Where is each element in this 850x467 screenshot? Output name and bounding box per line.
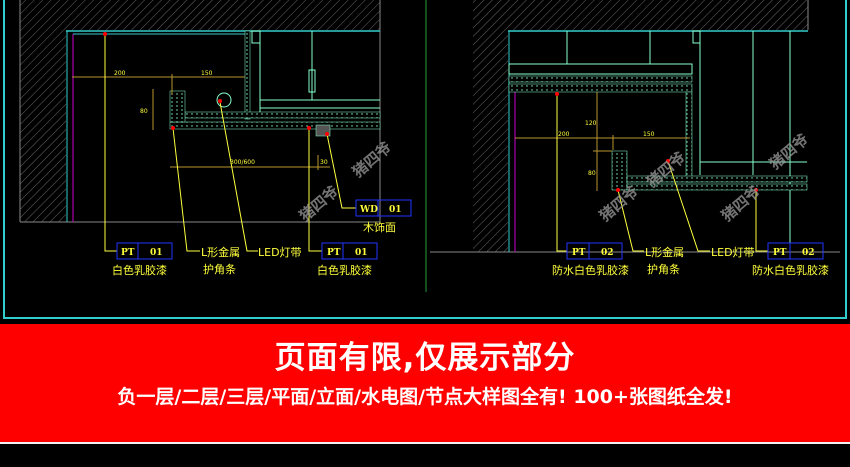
material-tag-pt02: PT 02 防水白色乳胶漆 xyxy=(552,242,629,277)
svg-text:01: 01 xyxy=(389,205,402,215)
note-label: 护角条 xyxy=(203,262,236,276)
wall-hatch xyxy=(473,30,508,252)
svg-text:防水白色乳胶漆: 防水白色乳胶漆 xyxy=(552,263,629,277)
watermark: 猪四爷 xyxy=(348,138,396,182)
promo-banner: 页面有限,仅展示部分 负一层/二层/三层/平面/立面/水电图/节点大样图全有! … xyxy=(0,324,850,444)
note-label: 护角条 xyxy=(647,262,680,276)
dim-label: 200 xyxy=(558,131,570,138)
dim-label: 120 xyxy=(585,120,597,127)
svg-text:白色乳胶漆: 白色乳胶漆 xyxy=(317,263,372,277)
wall-hatch xyxy=(20,30,66,222)
svg-text:PT: PT xyxy=(773,248,787,258)
svg-text:02: 02 xyxy=(802,248,815,258)
material-tag-pt02-b: PT 02 防水白色乳胶漆 xyxy=(752,242,829,277)
dim-label: 30 xyxy=(320,159,328,166)
detail-left: 200 150 80 300/600 30 PT 01 白色乳胶漆 PT 01 白色… xyxy=(19,0,412,277)
svg-text:白色乳胶漆: 白色乳胶漆 xyxy=(112,263,167,277)
slab-hatch xyxy=(473,0,808,30)
svg-text:PT: PT xyxy=(327,248,341,258)
dim-label: 150 xyxy=(201,70,213,77)
svg-text:01: 01 xyxy=(150,248,163,258)
note-label: L形金属 xyxy=(201,245,240,259)
dim-label: 300/600 xyxy=(230,159,255,166)
svg-text:PT: PT xyxy=(572,248,586,258)
svg-text:PT: PT xyxy=(121,248,135,258)
svg-text:02: 02 xyxy=(601,248,614,258)
material-tag-pt01-b: PT 01 白色乳胶漆 xyxy=(317,242,378,277)
svg-text:01: 01 xyxy=(355,248,368,258)
dim-label: 200 xyxy=(114,70,126,77)
note-label: LED灯带 xyxy=(711,246,755,259)
svg-text:WD: WD xyxy=(359,205,378,215)
banner-subtitle: 负一层/二层/三层/平面/立面/水电图/节点大样图全有! 100+张图纸全发! xyxy=(117,386,733,408)
slab-hatch xyxy=(20,0,380,30)
cad-drawing-area: 200 150 80 300/600 30 PT 01 白色乳胶漆 PT 01 白色… xyxy=(3,0,847,319)
dim-label: 150 xyxy=(643,131,655,138)
svg-text:防水白色乳胶漆: 防水白色乳胶漆 xyxy=(752,263,829,277)
detail-right: 200 150 120 80 PT 02 防水白色乳胶漆 PT 02 防水白色乳胶漆… xyxy=(430,0,840,277)
dim-label: 80 xyxy=(588,170,596,177)
drawing-frame xyxy=(3,0,847,319)
svg-text:木饰面: 木饰面 xyxy=(363,220,396,234)
banner-title: 页面有限,仅展示部分 xyxy=(274,340,576,376)
dim-label: 80 xyxy=(140,108,148,115)
watermark: 猪四爷 xyxy=(295,182,343,226)
material-tag-pt01: PT 01 白色乳胶漆 xyxy=(112,242,173,277)
note-label: LED灯带 xyxy=(258,246,302,259)
material-tag-wd01: WD 01 木饰面 xyxy=(355,199,412,234)
watermark: 猪四爷 xyxy=(765,130,813,174)
note-label: L形金属 xyxy=(645,245,684,259)
